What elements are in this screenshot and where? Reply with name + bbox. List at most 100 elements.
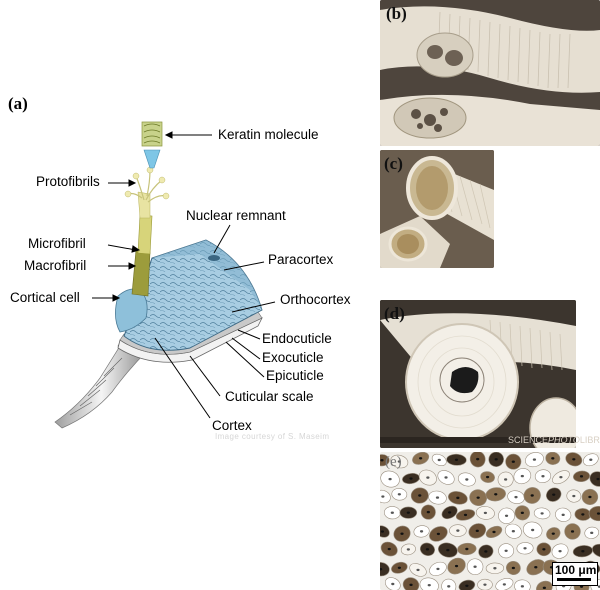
- photo-b: [380, 0, 600, 146]
- fiber-cross-section: [447, 491, 468, 505]
- fiber-cross-section: [393, 525, 411, 542]
- fiber-cross-section: [441, 578, 457, 590]
- fiber-cross-section: [418, 469, 437, 486]
- line-exocuticle: [231, 337, 261, 360]
- label-exocuticle: Exocuticle: [262, 350, 324, 365]
- fiber-cross-section: [525, 452, 544, 468]
- fiber-cross-section: [441, 505, 458, 520]
- fiber-cross-section: [523, 487, 541, 504]
- fiber-cross-section: [485, 525, 503, 539]
- fiber-cross-section: [380, 470, 400, 488]
- fiber-cross-section: [466, 558, 484, 576]
- panel-a-letter: (a): [8, 94, 28, 113]
- credit-mid: PHOTO: [548, 435, 580, 445]
- fiber-cross-section: [419, 542, 435, 556]
- fiber-cross-section: [391, 561, 408, 574]
- fiber-cross-section: [498, 507, 515, 524]
- fiber-cross-section: [391, 488, 408, 501]
- fiber-cross-section: [380, 525, 390, 538]
- fiber-cross-section: [584, 526, 600, 539]
- fiber-cross-section: [384, 577, 401, 590]
- panel-d-letter: (d): [384, 304, 405, 323]
- line-orthocortex: [231, 301, 276, 313]
- fiber-cross-section: [536, 542, 552, 557]
- line-cuticular-scale: [189, 355, 221, 397]
- fiber-cross-section: [551, 543, 569, 559]
- fiber-cross-section: [546, 487, 562, 502]
- fiber-cross-section: [446, 453, 467, 466]
- credit-suffix: LIBRARY: [579, 435, 600, 445]
- fiber-cross-section: [498, 543, 515, 559]
- label-protofibrils: Protofibrils: [36, 174, 100, 189]
- fiber-cross-section: [390, 454, 409, 469]
- arrow-microfibril: [107, 244, 137, 251]
- fiber-cross-section: [565, 452, 583, 467]
- fiber-cross-section: [572, 545, 593, 558]
- fiber-cross-section: [505, 453, 522, 470]
- fiber-cross-section: [588, 506, 600, 522]
- label-epicuticle: Epicuticle: [266, 368, 324, 383]
- fiber-cross-section: [419, 577, 439, 590]
- fiber-cross-section: [399, 506, 418, 519]
- fiber-cross-section: [574, 508, 592, 521]
- cortex-cone: [123, 239, 263, 351]
- line-cortex: [154, 337, 211, 419]
- label-endocuticle: Endocuticle: [262, 331, 332, 346]
- label-keratin-molecule: Keratin molecule: [218, 127, 319, 142]
- fiber-cross-section: [431, 453, 447, 467]
- fiber-cross-section: [573, 470, 590, 483]
- fiber-cross-section: [457, 472, 476, 487]
- label-cortex: Cortex: [212, 418, 252, 433]
- fiber-cross-section: [428, 490, 447, 505]
- fiber-cross-section: [582, 453, 599, 467]
- photo-e-micrograph: [380, 452, 600, 590]
- scale-bar-line: [557, 578, 591, 581]
- fiber-cross-section: [564, 523, 581, 540]
- fiber-cross-section: [409, 563, 427, 577]
- line-nuclear-remnant: [213, 224, 231, 254]
- fiber-cross-section: [485, 487, 506, 502]
- fiber-cross-section: [402, 473, 420, 485]
- fiber-cross-section: [485, 562, 505, 574]
- fiber-cross-section: [402, 577, 420, 590]
- label-microfibril: Microfibril: [28, 236, 86, 251]
- panel-e-letter: (e): [385, 454, 402, 470]
- label-orthocortex: Orthocortex: [280, 292, 351, 307]
- line-paracortex: [223, 261, 265, 271]
- label-cortical-cell: Cortical cell: [10, 290, 80, 305]
- fiber-cross-section: [380, 489, 391, 504]
- fiber-cross-section: [468, 523, 487, 539]
- keratin-molecule-shape: [141, 121, 163, 169]
- fiber-cross-section: [429, 526, 448, 542]
- fiber-cross-section: [534, 469, 552, 484]
- fiber-cross-section: [400, 543, 416, 556]
- fiber-cross-section: [566, 489, 582, 503]
- fiber-cross-section: [410, 487, 429, 504]
- scale-bar-box: [552, 562, 598, 586]
- fiber-cross-section: [514, 579, 531, 590]
- photo-d: [380, 300, 576, 448]
- panel-b-letter: (b): [386, 4, 407, 23]
- fiber-cross-section: [507, 490, 525, 504]
- fiber-cross-section: [555, 507, 572, 522]
- fiber-cross-section: [504, 523, 522, 539]
- fiber-cross-section: [478, 544, 494, 559]
- fiber-cross-section: [546, 527, 561, 541]
- fiber-cross-section: [380, 562, 390, 577]
- fiber-cross-section: [437, 470, 455, 485]
- fiber-cross-section: [477, 578, 493, 590]
- arrowhead-microfibril: [131, 245, 141, 253]
- line-epicuticle: [225, 341, 265, 378]
- fiber-cross-section: [469, 452, 486, 468]
- fiber-cross-section: [513, 468, 532, 485]
- fiber-cross-section: [383, 506, 401, 520]
- nuclear-remnant-mark: [208, 255, 220, 261]
- credit-prefix: SCIENCE: [508, 435, 549, 445]
- fiber-cross-sections: [380, 452, 600, 590]
- panel-c-letter: (c): [384, 154, 403, 173]
- fiber-cross-section: [545, 452, 561, 465]
- fiber-cross-section: [589, 471, 600, 487]
- line-endocuticle: [237, 329, 261, 340]
- fiber-cross-section: [505, 560, 521, 575]
